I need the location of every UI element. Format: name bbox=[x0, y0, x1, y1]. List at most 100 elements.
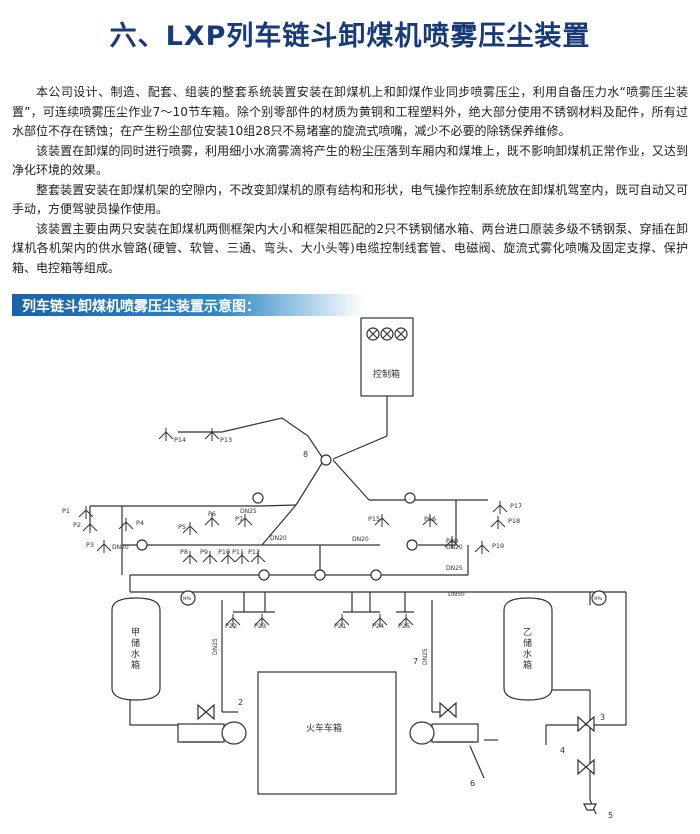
nozzle-label: P16 bbox=[424, 515, 436, 523]
spray-nozzle-icon bbox=[334, 614, 350, 627]
train-car-label: 火车车箱 bbox=[306, 722, 342, 734]
pipe-junction bbox=[252, 492, 264, 504]
tank-right-label: 箱 bbox=[523, 659, 532, 671]
marker-label: 7 bbox=[413, 657, 418, 666]
pipe-junction bbox=[320, 454, 332, 466]
valve bbox=[577, 715, 595, 733]
spray-nozzle-icon bbox=[422, 514, 438, 527]
pipe-size-label: DN20 bbox=[446, 544, 463, 551]
spray-nozzle-icon bbox=[82, 520, 98, 533]
marker-label: 2 bbox=[238, 698, 243, 707]
section-heading-bar: 列车链斗卸煤机喷雾压尘装置示意图： bbox=[12, 294, 364, 316]
spray-nozzle-icon bbox=[204, 514, 220, 527]
nozzle-label: P9 bbox=[200, 548, 208, 556]
tank-left-label: 水 bbox=[131, 648, 140, 660]
pipe-junction bbox=[258, 569, 270, 581]
spray-nozzle-icon bbox=[220, 551, 236, 564]
pipe-junction bbox=[406, 539, 418, 551]
spray-nozzle-icon bbox=[96, 540, 112, 553]
intro-paragraph: 本公司设计、制造、配套、组装的整套系统装置安装在卸煤机上和卸煤作业同步喷雾压尘，… bbox=[12, 85, 688, 138]
spray-nozzle-icon bbox=[398, 614, 414, 627]
spray-nozzle-icon bbox=[204, 428, 220, 441]
pump-right bbox=[409, 721, 479, 745]
nozzle-label: P10 bbox=[218, 548, 230, 556]
marker-label: 4 bbox=[560, 746, 565, 755]
nozzle-label: P11 bbox=[232, 548, 244, 556]
pipe-junction bbox=[404, 492, 416, 504]
section-heading: 列车链斗卸煤机喷雾压尘装置示意图： bbox=[22, 299, 260, 315]
nozzle-label: P18 bbox=[508, 517, 520, 525]
nozzle-label: P6 bbox=[208, 510, 216, 518]
pressure-gauge-right bbox=[591, 590, 607, 606]
tank-right-label: 水 bbox=[523, 648, 532, 660]
spray-nozzle-icon bbox=[182, 522, 198, 535]
pipe-size-label: DN20 bbox=[270, 535, 287, 542]
nozzle-label: P24 bbox=[372, 622, 384, 630]
pipe-size-label: DN50 bbox=[448, 591, 465, 598]
tank-left bbox=[111, 597, 161, 701]
train-car-box bbox=[257, 671, 397, 795]
spray-nozzle-icon bbox=[490, 516, 506, 529]
spray-nozzle-icon bbox=[250, 551, 266, 564]
gauge-label: MPa bbox=[183, 596, 192, 601]
pipe-size-label: DN20 bbox=[112, 544, 129, 551]
tank-right-label: 储 bbox=[523, 637, 532, 649]
nozzle-label: P7 bbox=[235, 515, 243, 523]
pressure-gauge-left bbox=[180, 590, 196, 606]
marker-label: 8 bbox=[303, 450, 308, 459]
valve bbox=[577, 758, 595, 776]
pipe-size-label: DN25 bbox=[212, 638, 219, 655]
spray-nozzle-icon bbox=[492, 501, 508, 514]
intro-paragraph: 该装置在卸煤的同时进行喷雾，利用细小水滴雾滴将产生的粉尘压落到车厢内和煤堆上，既… bbox=[12, 143, 688, 178]
nozzle-label: P13 bbox=[220, 436, 232, 444]
nozzle-label: P4 bbox=[136, 519, 144, 527]
nozzle-label: P2 bbox=[73, 521, 81, 529]
nozzle-label: P17 bbox=[510, 502, 522, 510]
nozzle-label: P5 bbox=[178, 523, 186, 531]
nozzle-label: P8 bbox=[180, 548, 188, 556]
intro-paragraph: 该装置主要由两只安装在卸煤机两侧框架内大小和框架相匹配的2只不锈钢储水箱、两台进… bbox=[12, 221, 688, 275]
nozzle-label: P23 bbox=[254, 622, 266, 630]
spray-nozzle-icon bbox=[254, 614, 270, 627]
tank-right bbox=[503, 597, 553, 701]
nozzle-label: P21 bbox=[334, 622, 346, 630]
marker-label: 6 bbox=[470, 779, 475, 788]
spray-nozzle-icon bbox=[225, 614, 241, 627]
spray-nozzle-icon bbox=[474, 541, 490, 554]
control-box-label: 控制箱 bbox=[373, 368, 400, 380]
tank-left-label: 甲 bbox=[131, 627, 140, 638]
spray-nozzle-icon bbox=[182, 551, 198, 564]
spray-nozzle-icon bbox=[118, 518, 134, 531]
gauge-label: MPa bbox=[594, 596, 603, 601]
spray-nozzle-icon bbox=[374, 514, 390, 527]
nozzle-label: P14 bbox=[174, 436, 186, 444]
pipe-junction bbox=[370, 569, 382, 581]
tank-left-label: 储 bbox=[131, 637, 140, 649]
spray-nozzle-icon bbox=[444, 536, 460, 549]
pipe-size-label: DN25 bbox=[240, 508, 257, 515]
valve bbox=[197, 703, 215, 721]
tank-right-label: 乙 bbox=[523, 627, 532, 638]
intro-paragraph: 整套装置安装在卸煤机架的空隙内，不改变卸煤机的原有结构和形状，电气操作控制系统放… bbox=[12, 182, 688, 217]
nozzle-label: P15 bbox=[368, 515, 380, 523]
nozzle-label: P1 bbox=[62, 507, 70, 515]
intro-text: 本公司设计、制造、配套、组装的整套系统装置安装在卸煤机上和卸煤作业同步喷雾压尘，… bbox=[12, 83, 688, 278]
pump-left bbox=[177, 721, 247, 745]
marker-label: 5 bbox=[608, 811, 613, 820]
spray-nozzle-icon bbox=[372, 614, 388, 627]
page-title: 六、LXP列车链斗卸煤机喷雾压尘装置 bbox=[109, 21, 591, 52]
pipe-junction bbox=[136, 539, 148, 551]
nozzle-label: P25 bbox=[398, 622, 410, 630]
nozzle-label: P3 bbox=[86, 541, 94, 549]
pipe-junction bbox=[314, 569, 326, 581]
nozzle-label: P20 bbox=[446, 537, 458, 545]
marker-label: 3 bbox=[600, 713, 605, 722]
valve bbox=[439, 701, 457, 719]
spray-nozzle-icon bbox=[78, 506, 94, 519]
nozzle-label: P12 bbox=[248, 548, 260, 556]
nozzle-label: P19 bbox=[492, 542, 504, 550]
pipe-size-label: DN25 bbox=[422, 648, 429, 665]
pipe-size-label: DN25 bbox=[446, 565, 463, 572]
spray-nozzle-icon bbox=[158, 428, 174, 441]
